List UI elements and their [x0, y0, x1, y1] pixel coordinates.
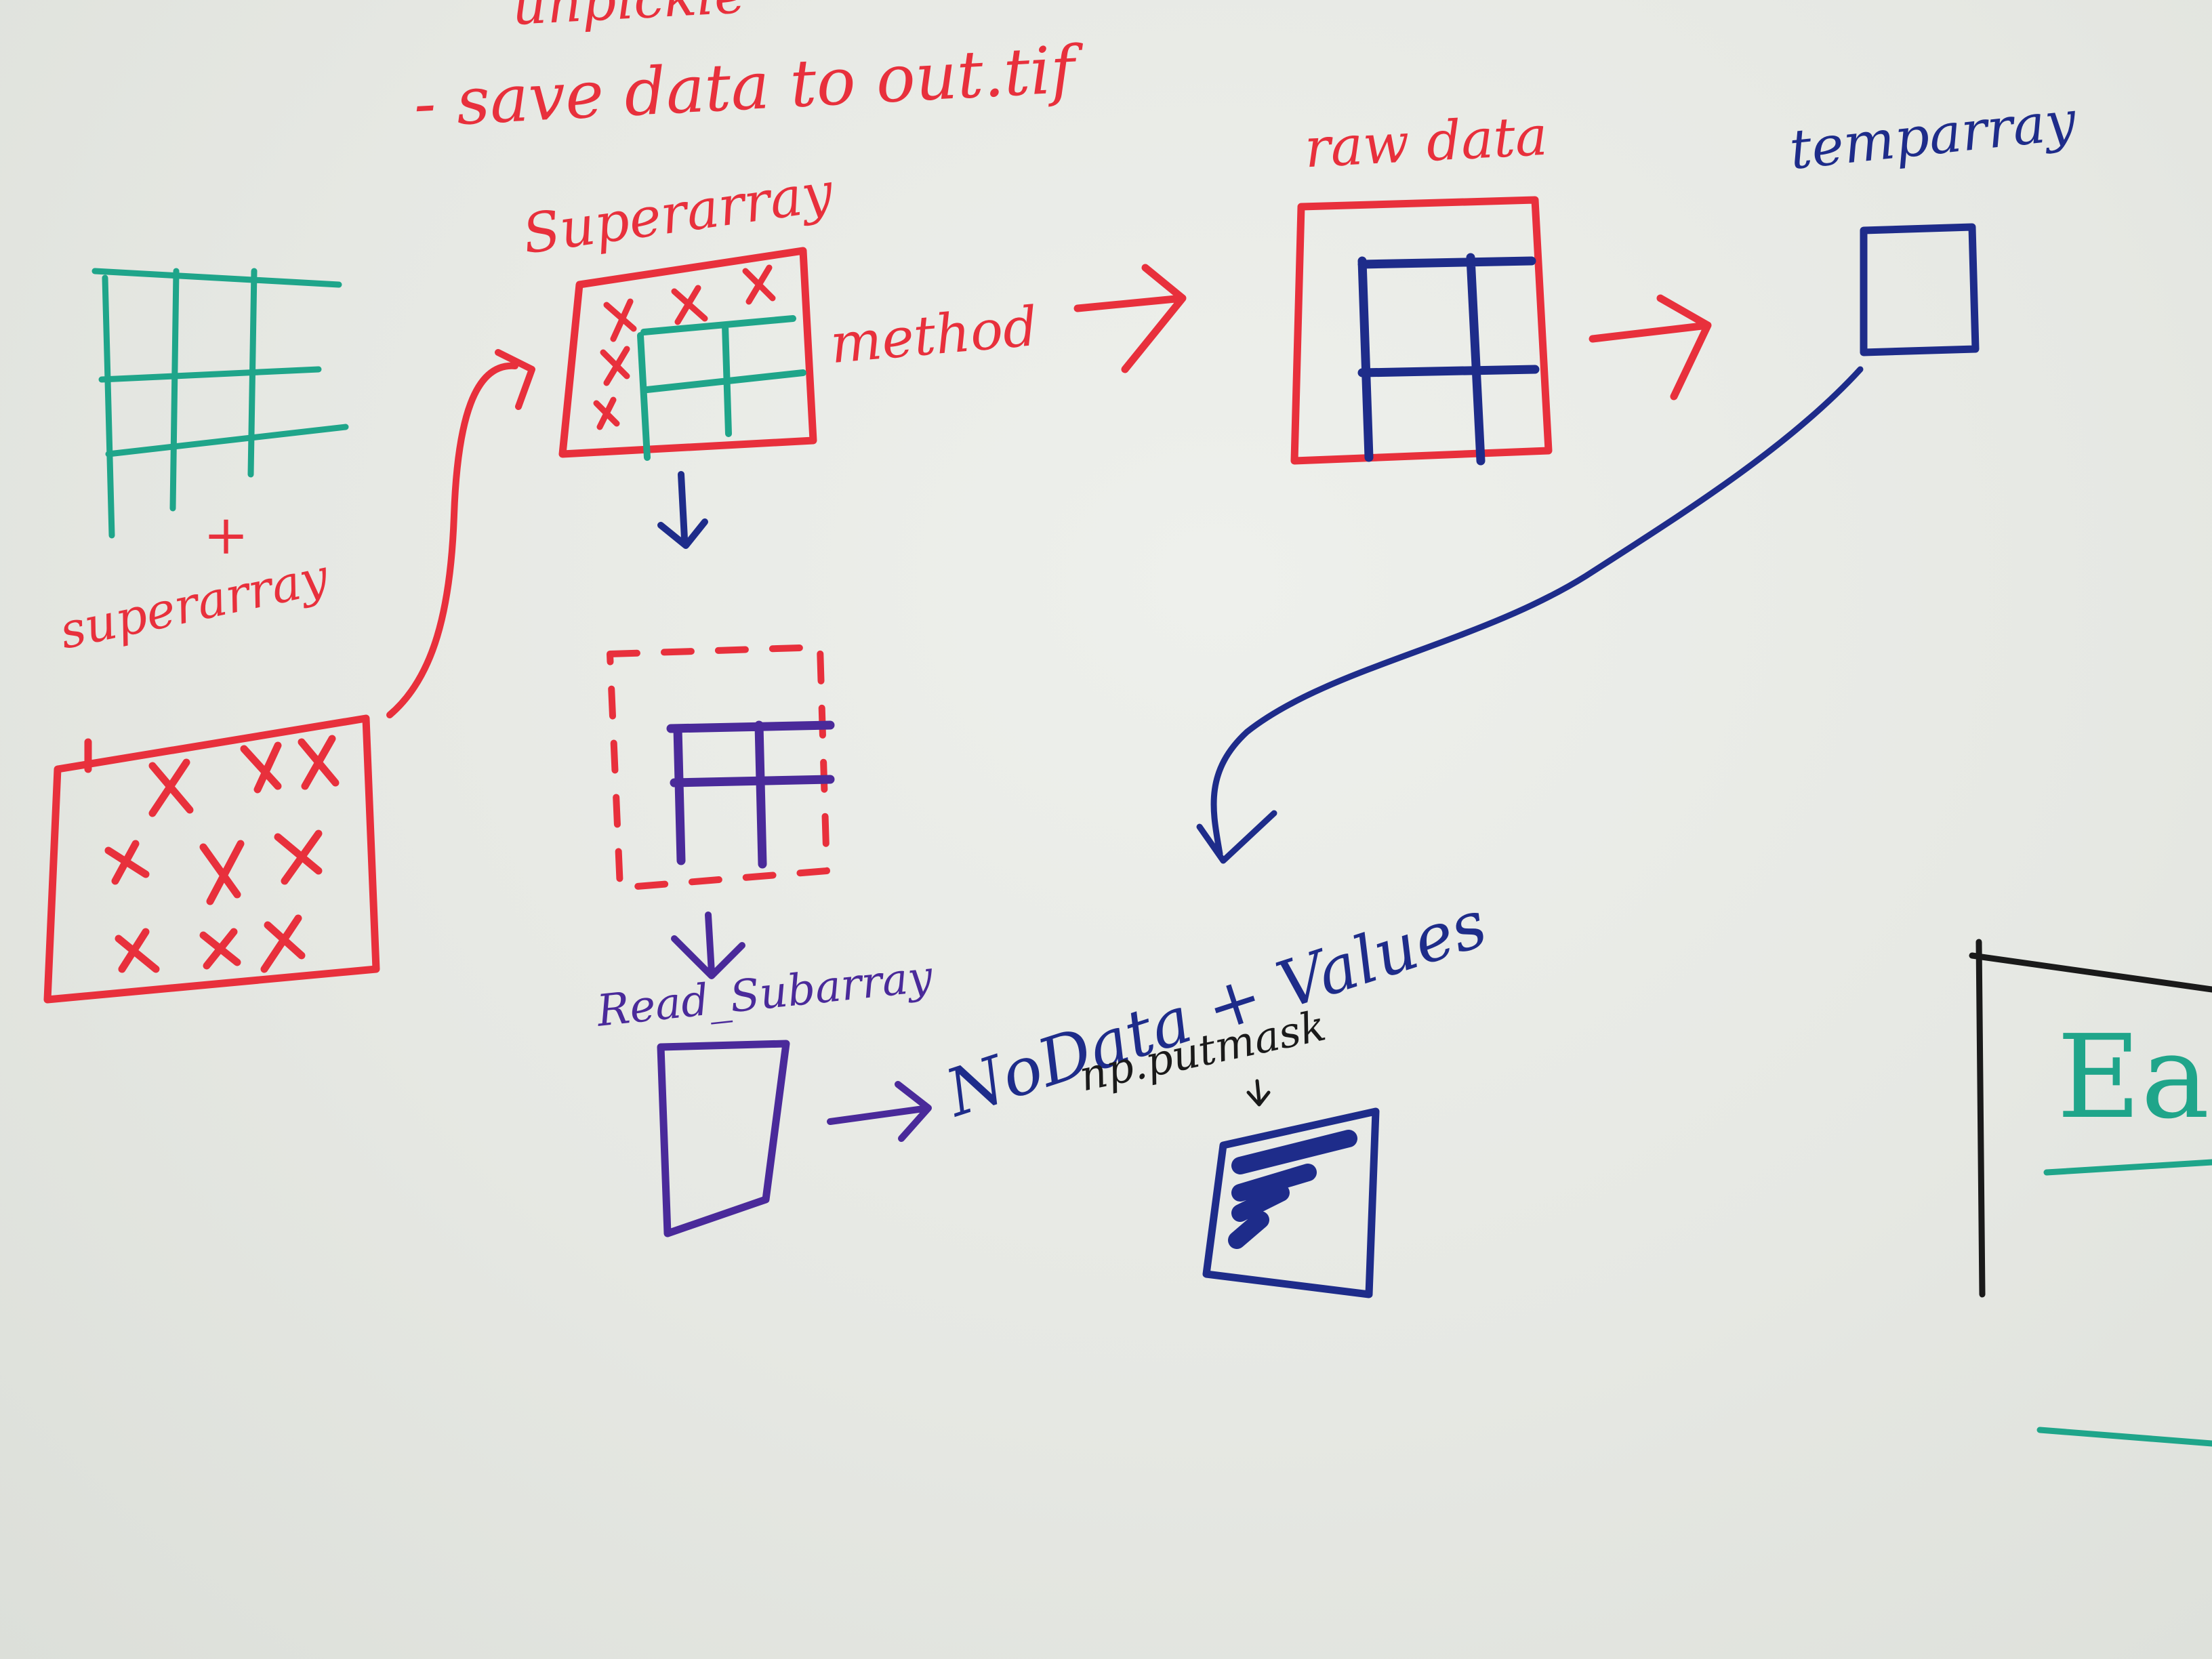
- nodata-arrow: [827, 1081, 932, 1142]
- plus-sign: +: [203, 504, 249, 567]
- down-arrow-2: [671, 912, 745, 979]
- temparray-curve-arrow: [1196, 366, 1864, 864]
- putmask-arrow: [1246, 1079, 1271, 1107]
- red-curve-arrow: [386, 349, 535, 718]
- raw-data-box: [1290, 196, 1553, 466]
- right-edge-label: Ea: [2057, 1010, 2210, 1145]
- green-grid: [91, 268, 349, 539]
- right-edge-box: [1969, 939, 2212, 1447]
- read-subarray-box: [657, 1040, 790, 1237]
- subarray-dashed-box: [607, 644, 835, 891]
- method-arrow: [1073, 264, 1187, 373]
- raw-data-label: raw data: [1303, 104, 1549, 180]
- putmask-box: [1202, 1107, 1380, 1298]
- down-arrow-1: [657, 471, 708, 549]
- superarray-box: [558, 247, 817, 461]
- temparray-box: [1860, 223, 1980, 356]
- left-superarray-box: [43, 714, 380, 1004]
- raw-to-temp-arrow: [1589, 294, 1712, 401]
